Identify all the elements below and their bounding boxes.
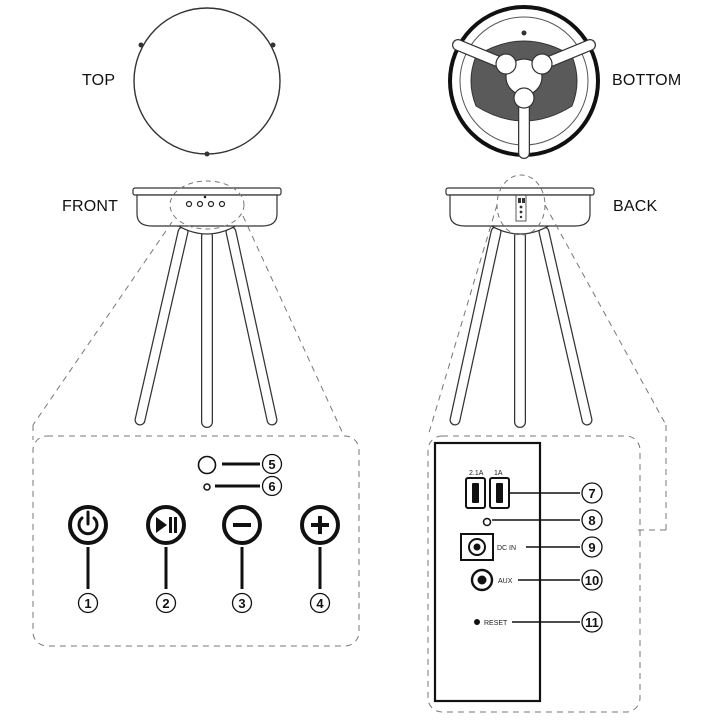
back-view-leg [539,227,592,425]
volume-down-button [222,505,262,545]
callout-11: 11 [581,611,603,633]
front-view-minus-dot [207,200,215,208]
back-view-port-mark [519,205,523,209]
back-port-panel: 2.1A 1A DC IN AUX RES [427,435,641,713]
front-view-play-dot [196,200,204,208]
charging-led [482,517,492,527]
callout-10: 10 [581,569,603,591]
back-view-port-mark [519,215,523,219]
callout-number: 2 [162,596,169,611]
back-view-port-strip [515,194,527,222]
front-panel-frame [32,435,360,647]
play-pause-icon [156,517,177,533]
plus-icon [311,516,329,534]
usb-port-2a [465,477,486,509]
callout-8: 8 [581,509,603,531]
aux-label: AUX [498,578,513,585]
minus-icon [233,523,251,527]
back-view-label: BACK [613,198,657,215]
callout-number: 3 [238,596,245,611]
callout-number: 11 [585,615,599,630]
back-view-tabletop [445,187,595,196]
usb-port-1a [489,477,510,509]
front-view-leg [226,227,277,425]
callout-5: 5 [261,453,283,475]
callout-number: 5 [268,457,275,472]
callout-7: 7 [581,482,603,504]
dc-in-port [460,533,494,561]
dc-in-label: DC IN [497,545,516,552]
power-button [68,505,108,545]
back-zoom-guide [427,204,498,437]
front-zoom-guide [242,215,345,437]
top-view-tabletop [133,7,281,155]
bottom-view-leg-mount [513,87,535,109]
reset-label: RESET [484,620,508,627]
back-panel-dashed-frame [427,435,641,713]
bottom-view-leg-mount [531,53,553,75]
power-icon [77,510,99,536]
zoom-guides [32,204,667,531]
back-zoom-guide [544,204,667,426]
callout-number: 8 [588,513,595,528]
front-view-leg [135,227,188,425]
top-view-leg-tip [138,42,144,48]
usb-label-2a: 2.1A [469,470,484,477]
front-view-led-dot [203,195,207,199]
front-view-zoom-circle [169,180,245,230]
callout-9: 9 [581,536,603,558]
callout-6: 6 [261,475,283,497]
front-view-tabletop [132,187,282,196]
callout-2: 2 [155,592,177,614]
led-indicator [203,483,211,491]
bottom-view: BOTTOM [448,5,681,159]
back-view-usb-mark [522,198,525,203]
callout-number: 9 [588,540,595,555]
front-control-panel: 1 2 3 4 5 6 [32,435,360,647]
top-view: TOP [82,7,281,157]
top-view-leg-tip [204,151,210,157]
front-view-power-dot [185,200,193,208]
top-view-leg-tip [270,42,276,48]
front-view-speaker-body [136,194,278,227]
callout-4: 4 [309,592,331,614]
back-panel-plate [433,441,542,703]
play-pause-button [146,505,186,545]
front-view-label: FRONT [62,198,118,215]
callout-number: 4 [316,596,324,611]
back-view-speaker-body [449,194,591,227]
callout-number: 10 [585,573,599,588]
usb-label-1a: 1A [494,470,503,477]
callout-number: 7 [588,486,595,501]
volume-up-button [300,505,340,545]
back-view: BACK [445,174,657,428]
callout-number: 6 [268,479,275,494]
callout-3: 3 [231,592,253,614]
front-zoom-guide [32,221,173,426]
aux-port [470,568,494,592]
back-view-usb-mark [518,198,521,203]
reset-button [474,619,480,625]
back-view-leg [450,227,501,425]
front-view-plus-dot [218,200,226,208]
front-view: FRONT [62,180,282,428]
bottom-view-label: BOTTOM [612,72,681,89]
bottom-view-leg-mount [495,53,517,75]
top-view-label: TOP [82,72,115,89]
callout-number: 1 [84,596,91,611]
callout-1: 1 [77,592,99,614]
back-view-port-mark [519,210,523,214]
bottom-view-hub-dot [521,30,527,36]
mic-indicator [197,455,217,475]
